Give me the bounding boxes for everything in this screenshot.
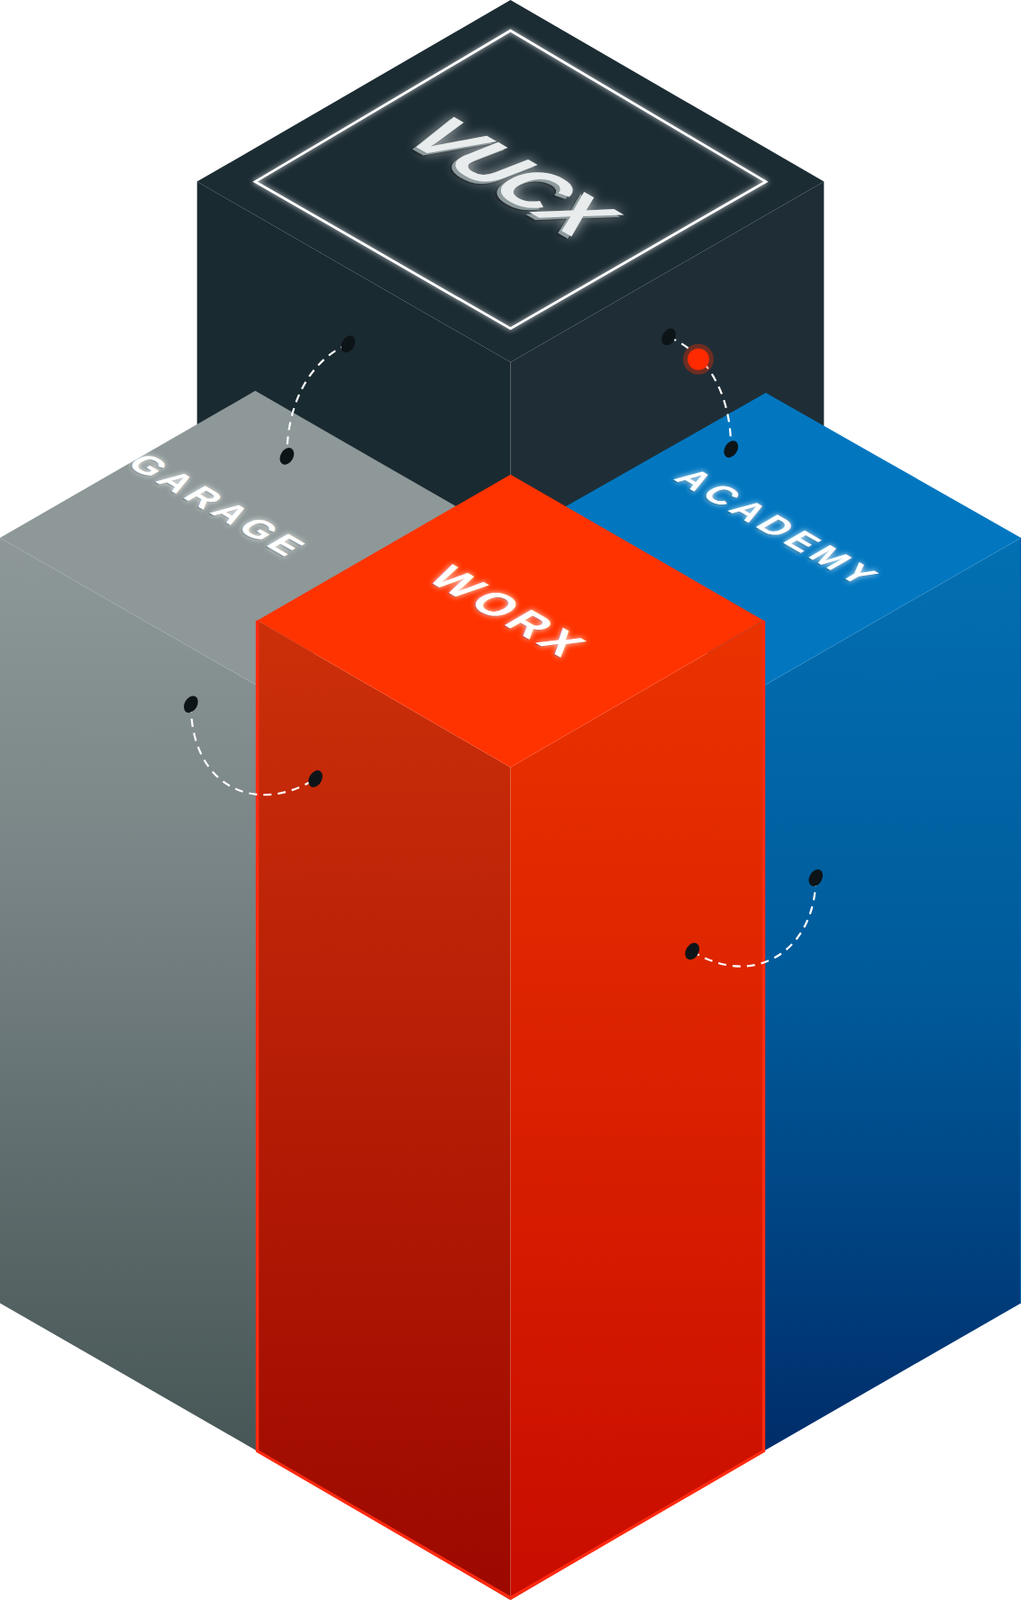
worx-left-face [257,620,511,1600]
block-node: WORX [257,474,765,1600]
connector-line [692,877,816,967]
connector-hole [305,767,326,790]
block-label: WORX [419,561,598,665]
block-node: GARAGE [0,391,511,1452]
academy-edge [1020,537,1021,1304]
connector-hole [658,326,679,348]
connector-line [191,704,316,796]
connector-hole [682,940,702,963]
connector-hole [720,437,741,460]
worx-right-face [510,620,765,1600]
dashed-connector [181,693,326,796]
block-node: ACADEMY [510,392,1021,1452]
logo-frame [255,30,766,329]
signal-dot [687,348,710,371]
logo-text: VUCX [392,108,628,244]
garage-left-face [0,537,258,1452]
dashed-connector [682,866,826,967]
connector-hole [337,333,358,356]
dashed-connector [658,326,741,461]
signal-glow [683,344,714,375]
connector-line [668,337,731,450]
dashed-connector [276,333,358,468]
connector-line [286,344,348,457]
connector-hole [805,866,826,889]
block-label: GARAGE [120,449,317,563]
worx-outline [257,620,765,1599]
cube-top-face [197,0,825,363]
connector-hole [276,445,297,467]
academy-right-face [763,537,1021,1452]
connector-hole [181,693,201,716]
worx-top-face [257,474,765,768]
block-label: ACADEMY [667,464,890,593]
